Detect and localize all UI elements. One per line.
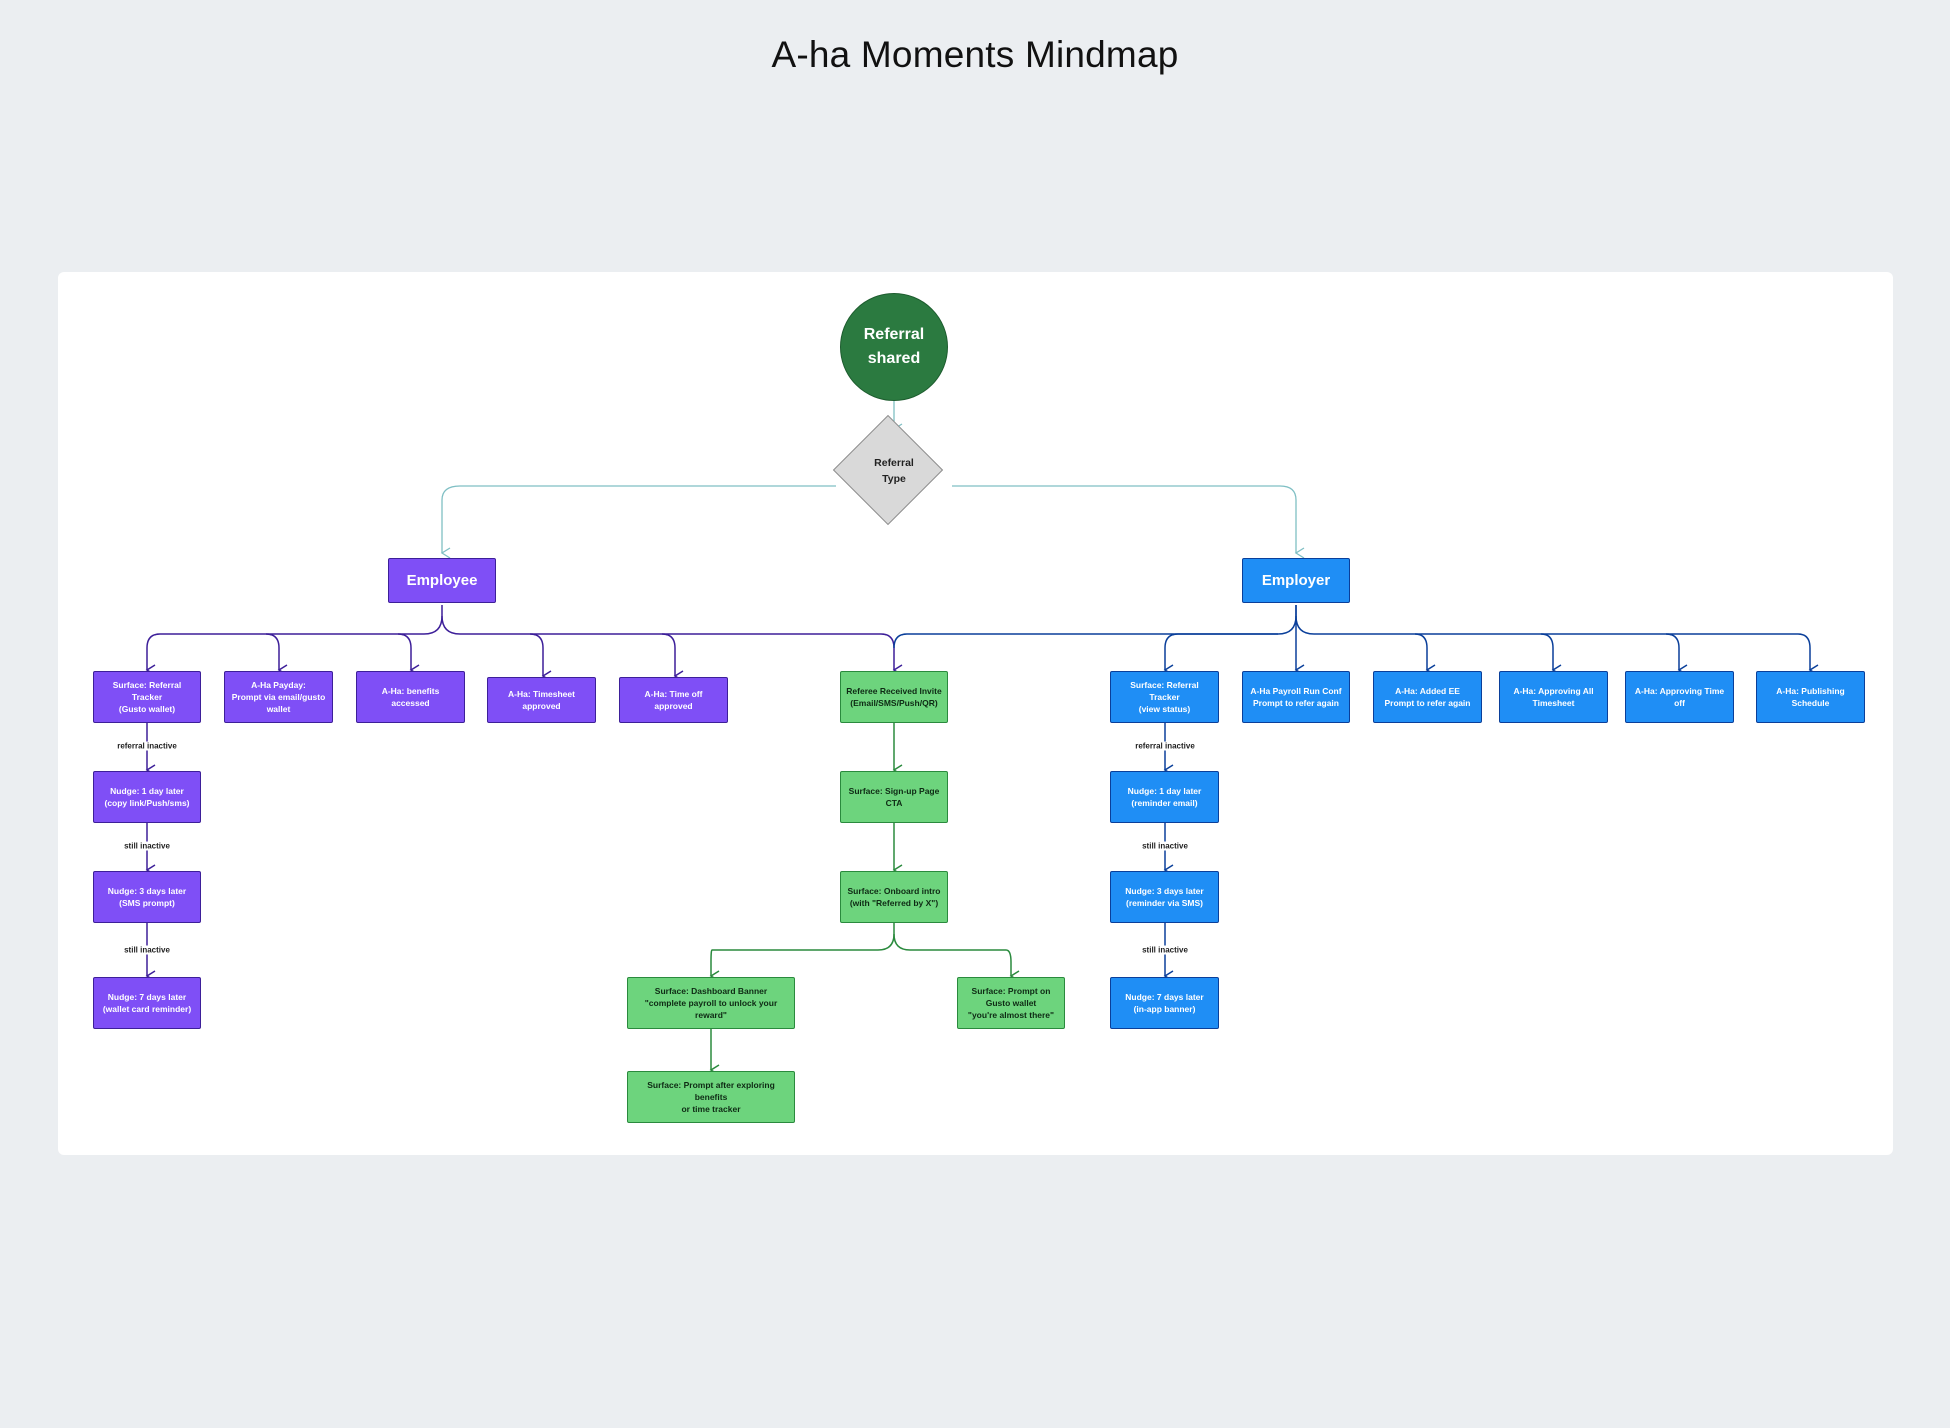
- mindmap-canvas: Referral shared Referral Type Employee E…: [58, 272, 1893, 1155]
- ee-nudge-3-days-node[interactable]: Nudge: 3 days later (SMS prompt): [93, 871, 201, 923]
- gusto-wallet-prompt-node[interactable]: Surface: Prompt on Gusto wallet "you're …: [957, 977, 1065, 1029]
- page-title: A-ha Moments Mindmap: [771, 34, 1179, 75]
- ee-nudge-1-day-node[interactable]: Nudge: 1 day later (copy link/Push/sms): [93, 771, 201, 823]
- employee-node[interactable]: Employee: [388, 558, 496, 603]
- edge-onboard-banner: [709, 922, 895, 982]
- er-schedule-node[interactable]: A-Ha: Publishing Schedule: [1756, 671, 1865, 723]
- signup-page-node[interactable]: Surface: Sign-up Page CTA: [840, 771, 948, 823]
- ee-timesheet-node[interactable]: A-Ha: Timesheet approved: [487, 677, 596, 723]
- explore-prompt-node[interactable]: Surface: Prompt after exploring benefits…: [627, 1071, 795, 1123]
- edge-employee-invite: [662, 633, 903, 676]
- employer-node[interactable]: Employer: [1242, 558, 1350, 603]
- referral-type-label: Referral Type: [874, 457, 914, 485]
- edge-employer-added: [1295, 615, 1436, 676]
- er-added-ee-node[interactable]: A-Ha: Added EE Prompt to refer again: [1373, 671, 1482, 723]
- edge-employee-timesheet: [441, 615, 552, 682]
- edge-decision-employer: [952, 485, 1305, 559]
- edge-employer-timesheet: [1415, 633, 1562, 676]
- er-referral-tracker-node[interactable]: Surface: Referral Tracker (view status): [1110, 671, 1219, 723]
- referee-invite-node[interactable]: Referee Received Invite (Email/SMS/Push/…: [840, 671, 948, 723]
- connector-layer: [145, 401, 1819, 1076]
- referral-shared-node[interactable]: Referral shared: [840, 293, 948, 401]
- edge-decision-employee: [440, 485, 836, 559]
- edge-onboard-wallet: [893, 933, 1020, 982]
- er-referral-inactive-label: referral inactive: [1133, 741, 1197, 751]
- ee-benefits-node[interactable]: A-Ha: benefits accessed: [356, 671, 465, 723]
- er-still-inactive-label-1: still inactive: [1140, 841, 1190, 851]
- er-nudge-7-days-node[interactable]: Nudge: 7 days later (in-app banner): [1110, 977, 1219, 1029]
- onboard-intro-node[interactable]: Surface: Onboard intro (with "Referred b…: [840, 871, 948, 923]
- ee-payday-node[interactable]: A-Ha Payday: Prompt via email/gusto wall…: [224, 671, 333, 723]
- er-still-inactive-label-2: still inactive: [1140, 945, 1190, 955]
- ee-still-inactive-label-1: still inactive: [122, 841, 172, 851]
- edge-employer-timeoff: [1541, 633, 1688, 676]
- edge-employee-bus: [145, 605, 443, 676]
- er-timeoff-node[interactable]: A-Ha: Approving Time off: [1625, 671, 1734, 723]
- ee-still-inactive-label-2: still inactive: [122, 945, 172, 955]
- edge-employer-invite: [893, 605, 1297, 649]
- edge-employee-payday: [265, 633, 288, 676]
- dashboard-banner-node[interactable]: Surface: Dashboard Banner "complete payr…: [627, 977, 795, 1029]
- ee-nudge-7-days-node[interactable]: Nudge: 7 days later (wallet card reminde…: [93, 977, 201, 1029]
- er-nudge-3-days-node[interactable]: Nudge: 3 days later (reminder via SMS): [1110, 871, 1219, 923]
- edge-employee-benefits: [397, 633, 420, 676]
- er-nudge-1-day-node[interactable]: Nudge: 1 day later (reminder email): [1110, 771, 1219, 823]
- er-timesheet-node[interactable]: A-Ha: Approving All Timesheet: [1499, 671, 1608, 723]
- edge-employer-schedule: [1666, 633, 1819, 676]
- edge-employee-timeoff: [530, 633, 684, 682]
- edge-employer-tracker: [1163, 633, 1278, 676]
- ee-referral-tracker-node[interactable]: Surface: Referral Tracker (Gusto wallet): [93, 671, 201, 723]
- er-payroll-run-node[interactable]: A-Ha Payroll Run Conf Prompt to refer ag…: [1242, 671, 1350, 723]
- ee-referral-inactive-label: referral inactive: [115, 741, 179, 751]
- ee-timeoff-node[interactable]: A-Ha: Time off approved: [619, 677, 728, 723]
